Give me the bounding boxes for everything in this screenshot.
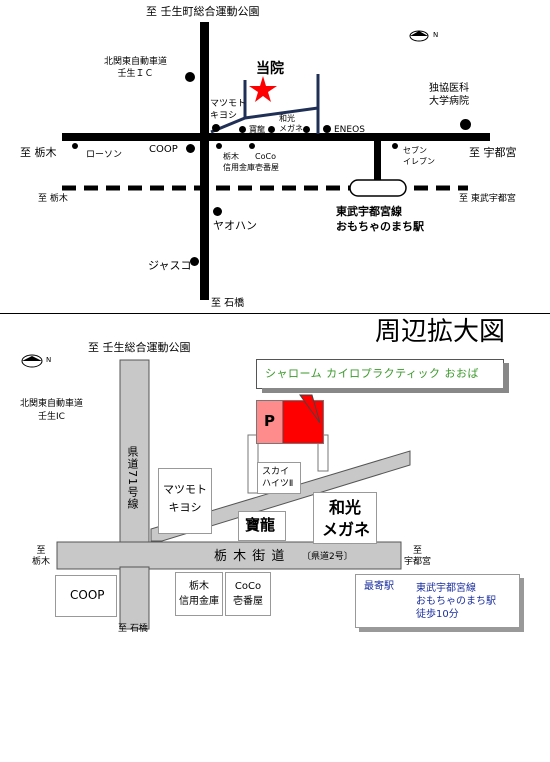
tochigi-bank-dot [216, 143, 222, 149]
map-divider [0, 313, 550, 314]
station-line1: 東武宇都宮線 [336, 205, 402, 218]
to-ishibashi-top: 至 石橋 [211, 298, 245, 309]
kitakanto-line2: 壬生ＩＣ [117, 69, 154, 79]
station-marker [349, 179, 407, 197]
to-tochigi-top: 至 栃木 [20, 146, 57, 159]
tochigi-bank-detail: 栃木 信用金庫 [179, 581, 219, 607]
wako-detail: 和光 メガネ [322, 498, 371, 539]
main-road-horizontal [62, 133, 490, 141]
sky-heights-building: スカイ ハイツⅡ [257, 462, 301, 494]
parking-lot: P [256, 400, 284, 444]
north-label-detail: N [46, 356, 52, 364]
kitakanto-label: 北関東自動車道 壬生ＩＣ [104, 56, 167, 80]
station-road [374, 138, 381, 188]
coco-dot [249, 143, 255, 149]
eneos-dot [323, 125, 331, 133]
matsumoto-dot [212, 124, 220, 132]
prefectural-2-label: 〔県道2号〕 [302, 552, 353, 562]
station-line2: おもちゃのまち駅 [336, 220, 424, 233]
wako-building: 和光 メガネ [313, 492, 377, 544]
lawson-dot [72, 143, 78, 149]
to-mibu-detail: 至 壬生総合運動公園 [88, 341, 191, 354]
yaohan-dot [213, 207, 222, 216]
station-detail-line2: おもちゃのまち駅 [416, 596, 496, 607]
clinic-star-icon [249, 76, 277, 102]
detail-heading: 周辺拡大図 [375, 317, 506, 347]
north-label-top: N [433, 31, 439, 39]
kitakanto-detail-line1: 北関東自動車道 [20, 399, 84, 409]
nearest-station-label: 最寄駅 [364, 581, 394, 592]
to-utsunomiya-top: 至 宇都宮 [469, 146, 517, 159]
matsumoto-detail: マツモト キヨシ [163, 483, 207, 514]
coco-detail: CoCo 壱番屋 [233, 581, 263, 607]
wako-top: 和光 メガネ [279, 114, 303, 133]
station-detail-line1: 東武宇都宮線 [416, 583, 476, 594]
clinic-label-top: 当院 [256, 61, 284, 77]
coco-building: CoCo 壱番屋 [225, 572, 271, 616]
matsumoto-building: マツモト キヨシ [158, 468, 212, 534]
coco-top: CoCo 壱番屋 [255, 152, 279, 172]
top-map-roads [62, 22, 490, 300]
horyu-detail: 寶龍 [245, 516, 276, 534]
north-arrow-icon [409, 30, 429, 42]
clinic-building [282, 400, 324, 444]
tochigi-bank-building: 栃木 信用金庫 [175, 572, 223, 616]
horyu-top: 寶龍 [249, 125, 265, 134]
nearest-station-info: 東武宇都宮線 おもちゃのまち駅 徒歩10分 [416, 582, 496, 621]
sky-heights-label: スカイ ハイツⅡ [262, 467, 294, 489]
yaohan-label: ヤオハン [213, 219, 257, 232]
callout-shadow-bottom [262, 388, 509, 393]
kitakanto-dot [185, 72, 195, 82]
horyu-dot [239, 126, 246, 133]
coop-dot [186, 144, 195, 153]
tochigi-kaido-label: 栃 木 街 道 [214, 549, 286, 564]
seven-top: セブン イレブン [403, 146, 435, 166]
to-tochigi-detail: 至 栃木 [32, 546, 51, 567]
kitakanto-detail: 北関東自動車道 壬生IC [20, 398, 83, 424]
clinic-callout: シャローム カイロプラクティック おおば [256, 359, 504, 389]
route71-road-south [119, 566, 150, 630]
horyu-building: 寶龍 [238, 511, 286, 541]
coop-top: COOP [149, 144, 178, 155]
dokkyo-label: 独協医科 大学病院 [429, 83, 469, 107]
wako-dot-2 [303, 126, 310, 133]
tochigi-bank-top: 栃木 信用金庫 [223, 152, 255, 172]
main-road-vertical [200, 22, 209, 300]
jasco-dot [190, 257, 199, 266]
to-mibu-label: 至 壬生町総合運動公園 [146, 5, 260, 18]
clinic-name-detail: シャローム カイロプラクティック おおば [265, 367, 480, 380]
to-utsunomiya-detail: 至 宇都宮 [404, 546, 432, 567]
lawson-label: ローソン [86, 150, 123, 160]
dokkyo-dot [460, 119, 471, 130]
kitakanto-line1: 北関東自動車道 [104, 57, 168, 67]
matsumoto-top: マツモト キヨシ [210, 99, 247, 121]
route71-label: 県道71号線 [126, 446, 139, 510]
station-label-top: 東武宇都宮線 おもちゃのまち駅 [336, 204, 424, 234]
coop-detail: COOP [70, 588, 105, 602]
eneos-label: ENEOS [334, 125, 365, 135]
clinic-pointer-icon [299, 394, 321, 424]
station-walk-time: 徒歩10分 [416, 609, 459, 620]
to-ishibashi-detail: 至 石橋 [118, 624, 148, 634]
wako-dot [268, 126, 275, 133]
parking-label: P [264, 412, 275, 430]
callout-shadow-right [503, 363, 509, 391]
seven-dot [392, 143, 398, 149]
diagonal-street [150, 450, 411, 542]
tochigi-kaido-road [56, 541, 402, 570]
kitakanto-detail-line2: 壬生IC [38, 412, 65, 422]
jasco-label: ジャスコ [148, 259, 192, 272]
nearest-station-box: 最寄駅 東武宇都宮線 おもちゃのまち駅 徒歩10分 [355, 574, 520, 628]
coop-building: COOP [55, 575, 117, 617]
to-tobu-utsunomiya: 至 東武宇都宮 [459, 194, 516, 204]
north-arrow-icon-detail [21, 354, 43, 368]
detail-map-roads [21, 354, 411, 630]
to-tochigi-rail: 至 栃木 [38, 194, 68, 204]
